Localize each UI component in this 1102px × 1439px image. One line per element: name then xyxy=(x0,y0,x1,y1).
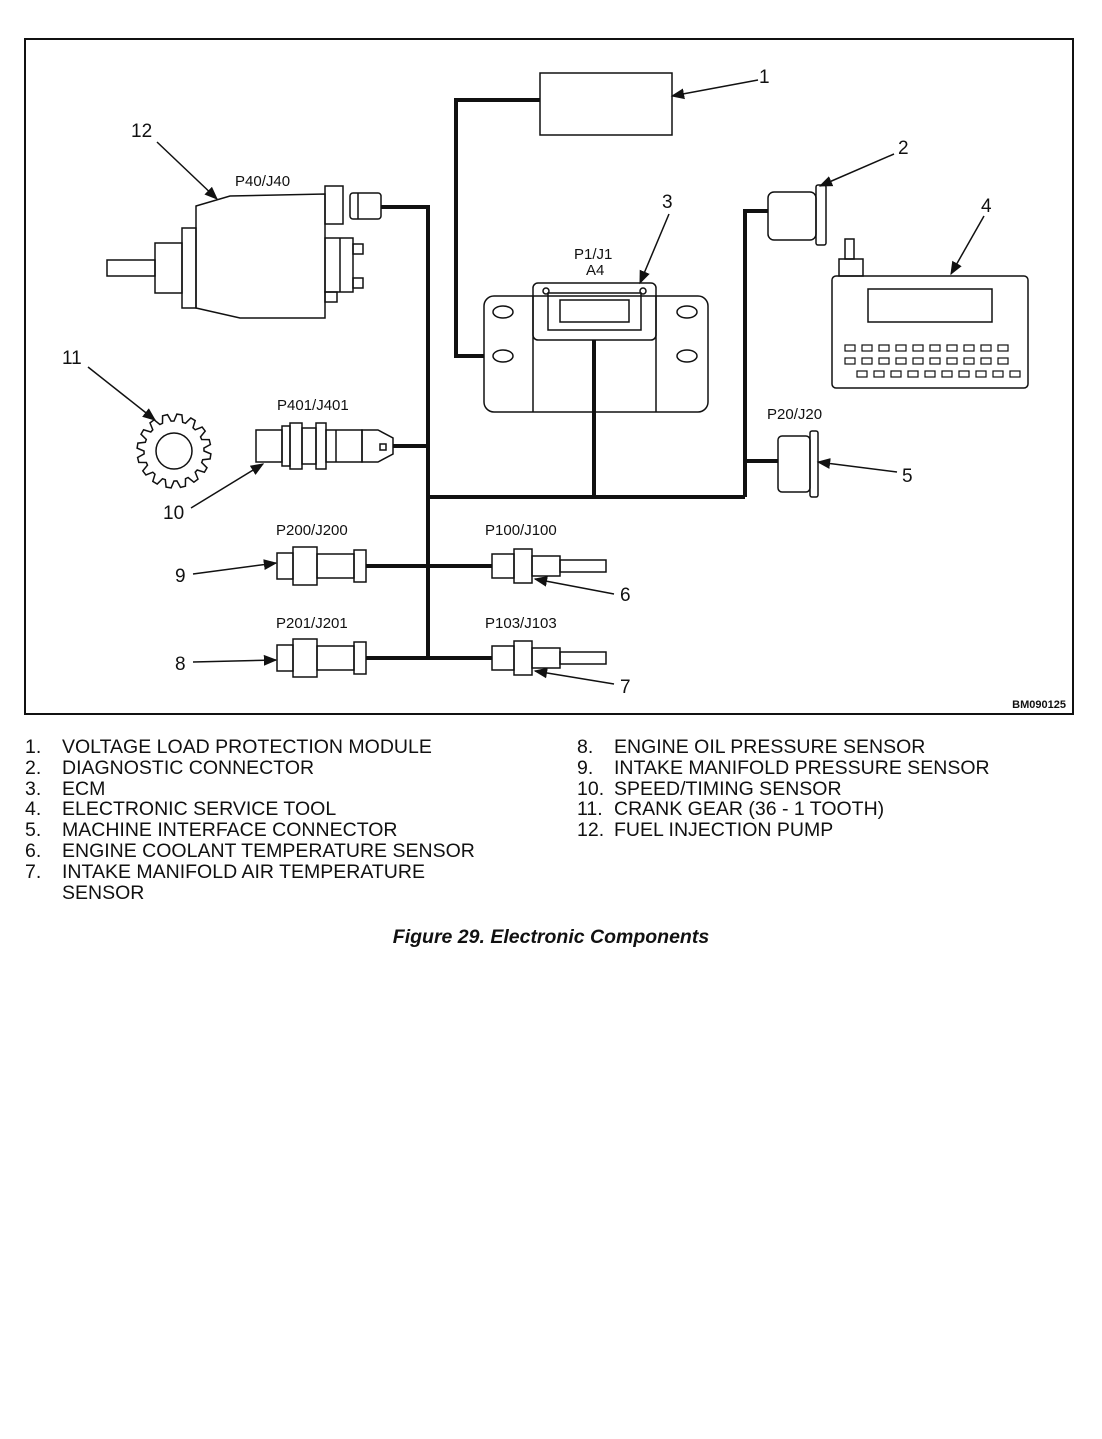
arrow-2 xyxy=(818,153,895,187)
legend-right-column: 8.ENGINE OIL PRESSURE SENSOR 9.INTAKE MA… xyxy=(577,737,1077,841)
label-p401: P401/J401 xyxy=(277,397,349,414)
arrow-5 xyxy=(816,458,898,473)
arrow-3 xyxy=(639,213,670,285)
ecm xyxy=(483,282,709,413)
arrow-11 xyxy=(87,366,157,421)
label-p100: P100/J100 xyxy=(485,522,557,539)
callout-arrows xyxy=(87,79,985,685)
intake-manifold-pressure-sensor xyxy=(276,546,367,586)
legend-left-column: 1.VOLTAGE LOAD PROTECTION MODULE 2.DIAGN… xyxy=(25,737,565,903)
legend-item: 11.CRANK GEAR (36 - 1 TOOTH) xyxy=(577,798,885,821)
legend-item: 12.FUEL INJECTION PUMP xyxy=(577,819,834,842)
callout-9: 9 xyxy=(175,566,186,587)
figure-caption: Figure 29. Electronic Components xyxy=(392,926,710,948)
engine-coolant-temperature-sensor xyxy=(491,548,607,584)
legend-item: 4.ELECTRONIC SERVICE TOOL xyxy=(25,798,337,821)
legend-item: 7.INTAKE MANIFOLD AIR TEMPERATURE SENSOR xyxy=(25,860,425,904)
engine-oil-pressure-sensor xyxy=(276,638,367,678)
arrow-7 xyxy=(533,667,615,685)
keypad xyxy=(844,344,1021,378)
legend-item: 3.ECM xyxy=(25,777,106,800)
legend-item: 9.INTAKE MANIFOLD PRESSURE SENSOR xyxy=(577,756,990,779)
legend-item: 5.MACHINE INTERFACE CONNECTOR xyxy=(25,819,398,842)
label-p201: P201/J201 xyxy=(276,615,348,632)
callout-6: 6 xyxy=(620,585,631,606)
callout-3: 3 xyxy=(662,192,673,213)
callout-10: 10 xyxy=(163,503,184,524)
voltage-load-protection-module xyxy=(539,72,673,136)
electronic-components-diagram: P40/J40 P1/J1 A4 P401/J401 P20/J20 P200/… xyxy=(24,38,1074,715)
electronic-service-tool xyxy=(831,238,1029,389)
crank-gear xyxy=(136,413,212,489)
arrow-12 xyxy=(156,141,218,200)
legend-item: 6.ENGINE COOLANT TEMPERATURE SENSOR xyxy=(25,839,475,862)
wiring-harness xyxy=(366,98,778,660)
intake-manifold-air-temperature-sensor xyxy=(491,640,607,676)
label-p40: P40/J40 xyxy=(235,173,290,190)
fuel-injection-pump xyxy=(106,185,382,319)
arrow-4 xyxy=(950,215,985,276)
machine-interface-connector xyxy=(777,430,819,498)
arrow-9 xyxy=(192,559,278,575)
callout-4: 4 xyxy=(981,196,992,217)
callout-1: 1 xyxy=(759,67,770,88)
figure-id-code: BM090125 xyxy=(1012,699,1066,711)
callout-11: 11 xyxy=(62,348,82,369)
label-p103: P103/J103 xyxy=(485,615,557,632)
arrow-6 xyxy=(533,575,615,595)
callout-2: 2 xyxy=(898,138,909,159)
label-p20: P20/J20 xyxy=(767,406,822,423)
label-p1: P1/J1 xyxy=(574,246,612,263)
callout-7: 7 xyxy=(620,677,631,698)
arrow-1 xyxy=(670,79,759,100)
arrow-8 xyxy=(192,654,278,666)
label-p200: P200/J200 xyxy=(276,522,348,539)
callout-8: 8 xyxy=(175,654,186,675)
speed-timing-sensor xyxy=(255,422,394,470)
diagnostic-connector xyxy=(767,184,827,246)
callout-5: 5 xyxy=(902,466,913,487)
legend-item: 2.DIAGNOSTIC CONNECTOR xyxy=(25,756,315,779)
legend-item: 1.VOLTAGE LOAD PROTECTION MODULE xyxy=(25,736,432,758)
legend-item: 10.SPEED/TIMING SENSOR xyxy=(577,777,842,800)
figure-frame xyxy=(24,38,1074,715)
arrow-10 xyxy=(190,463,265,509)
label-a4: A4 xyxy=(586,262,604,279)
legend-item: 8.ENGINE OIL PRESSURE SENSOR xyxy=(577,736,926,758)
callout-12: 12 xyxy=(131,121,152,142)
